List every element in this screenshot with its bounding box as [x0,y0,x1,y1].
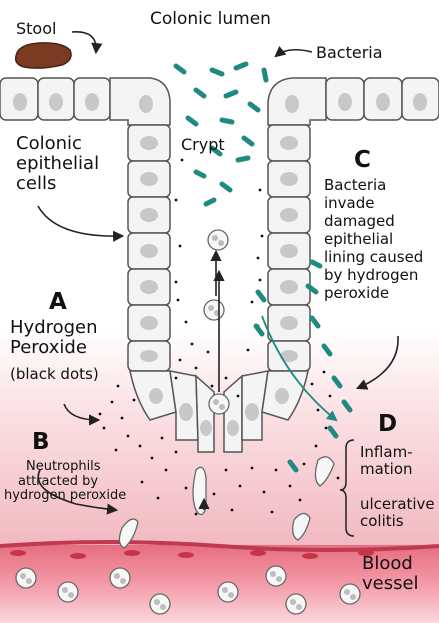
letter-d: D [378,412,397,438]
crypt-right-wall [268,125,310,371]
epithelium-top-left [0,78,170,125]
letter-c: C [354,148,371,174]
epithelium-top-right [268,78,439,125]
stool-label: Stool [16,20,56,38]
neutrophils-label: Neutrophils attracted by hydrogen peroxi… [4,460,126,504]
stool-shape [16,43,71,68]
letter-a: A [49,290,67,316]
crypt-label: Crypt [181,136,225,154]
bacteria-label: Bacteria [316,44,383,62]
crypt-left-wall [128,125,170,371]
blood-vessel-label: Blood vessel [362,554,419,594]
black-dots-label: (black dots) [10,366,99,383]
hydrogen-peroxide-label: Hydrogen Peroxide [10,318,98,358]
epithelial-cells-label: Colonic epithelial cells [16,134,99,194]
bacteria-invade-label: Bacteria invade damaged epithelial linin… [324,176,423,302]
colonic-lumen-label: Colonic lumen [150,10,271,29]
ulcerative-colitis-label: ulcerative colitis [360,496,435,530]
letter-b: B [32,430,50,456]
inflammation-label: Inflam- mation [360,444,413,478]
